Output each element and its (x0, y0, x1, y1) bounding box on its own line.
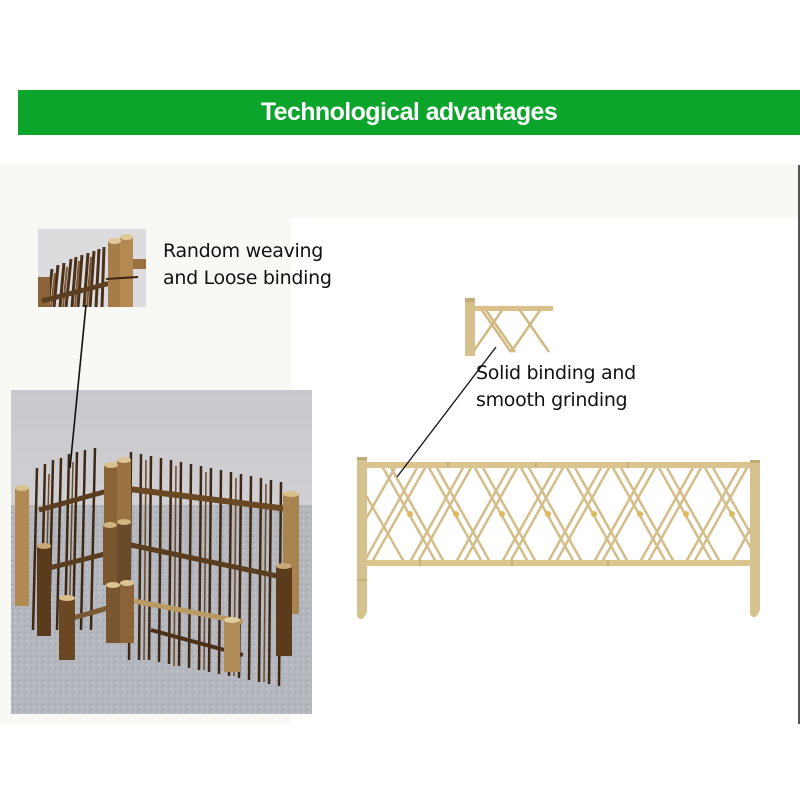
banner-title: Technological advantages (260, 98, 558, 126)
background-band (0, 165, 798, 218)
left-caption-line2: and Loose binding (163, 267, 332, 289)
right-caption-line2: smooth grinding (476, 389, 628, 411)
left-caption-line1: Random weaving (163, 240, 323, 262)
right-fence-photo (352, 452, 766, 624)
right-detail-thumbnail (465, 298, 553, 356)
right-caption-line1: Solid binding and (476, 362, 636, 384)
right-feature-caption: Solid binding and smooth grinding (476, 360, 636, 414)
section-banner: Technological advantages (18, 90, 800, 135)
left-detail-thumbnail (38, 229, 146, 307)
left-fence-photo (11, 390, 312, 714)
left-feature-caption: Random weaving and Loose binding (163, 238, 332, 292)
panel-edge-divider (798, 165, 800, 724)
